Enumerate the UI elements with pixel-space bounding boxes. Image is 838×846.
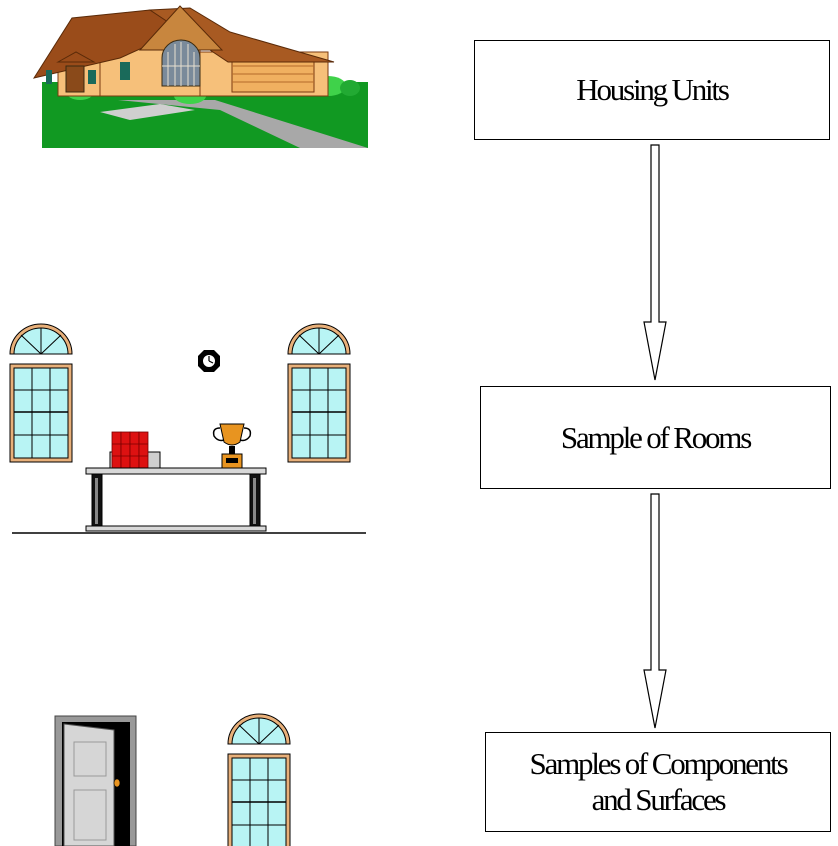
housing-units-box: Housing Units — [474, 40, 830, 140]
table-icon — [85, 467, 267, 532]
window-icon — [227, 713, 291, 846]
sample-of-rooms-label: Sample of Rooms — [560, 419, 752, 455]
samples-components-box: Samples of Components and Surfaces — [485, 732, 831, 832]
house-icon — [32, 5, 368, 148]
clock-icon — [198, 350, 220, 372]
arrow-units-to-rooms — [643, 144, 667, 381]
door-icon — [54, 715, 137, 846]
sample-of-rooms-box: Sample of Rooms — [480, 386, 831, 489]
samples-components-line2: and Surfaces — [591, 782, 727, 817]
trophy-icon — [212, 423, 252, 469]
room-right-window — [287, 323, 351, 463]
housing-units-label: Housing Units — [576, 72, 730, 107]
room-scene-icon — [9, 323, 366, 534]
books-icon — [109, 431, 161, 469]
samples-components-line1: Samples of Components — [529, 746, 789, 781]
room-left-window — [9, 323, 73, 463]
arrow-rooms-to-components — [643, 493, 667, 729]
